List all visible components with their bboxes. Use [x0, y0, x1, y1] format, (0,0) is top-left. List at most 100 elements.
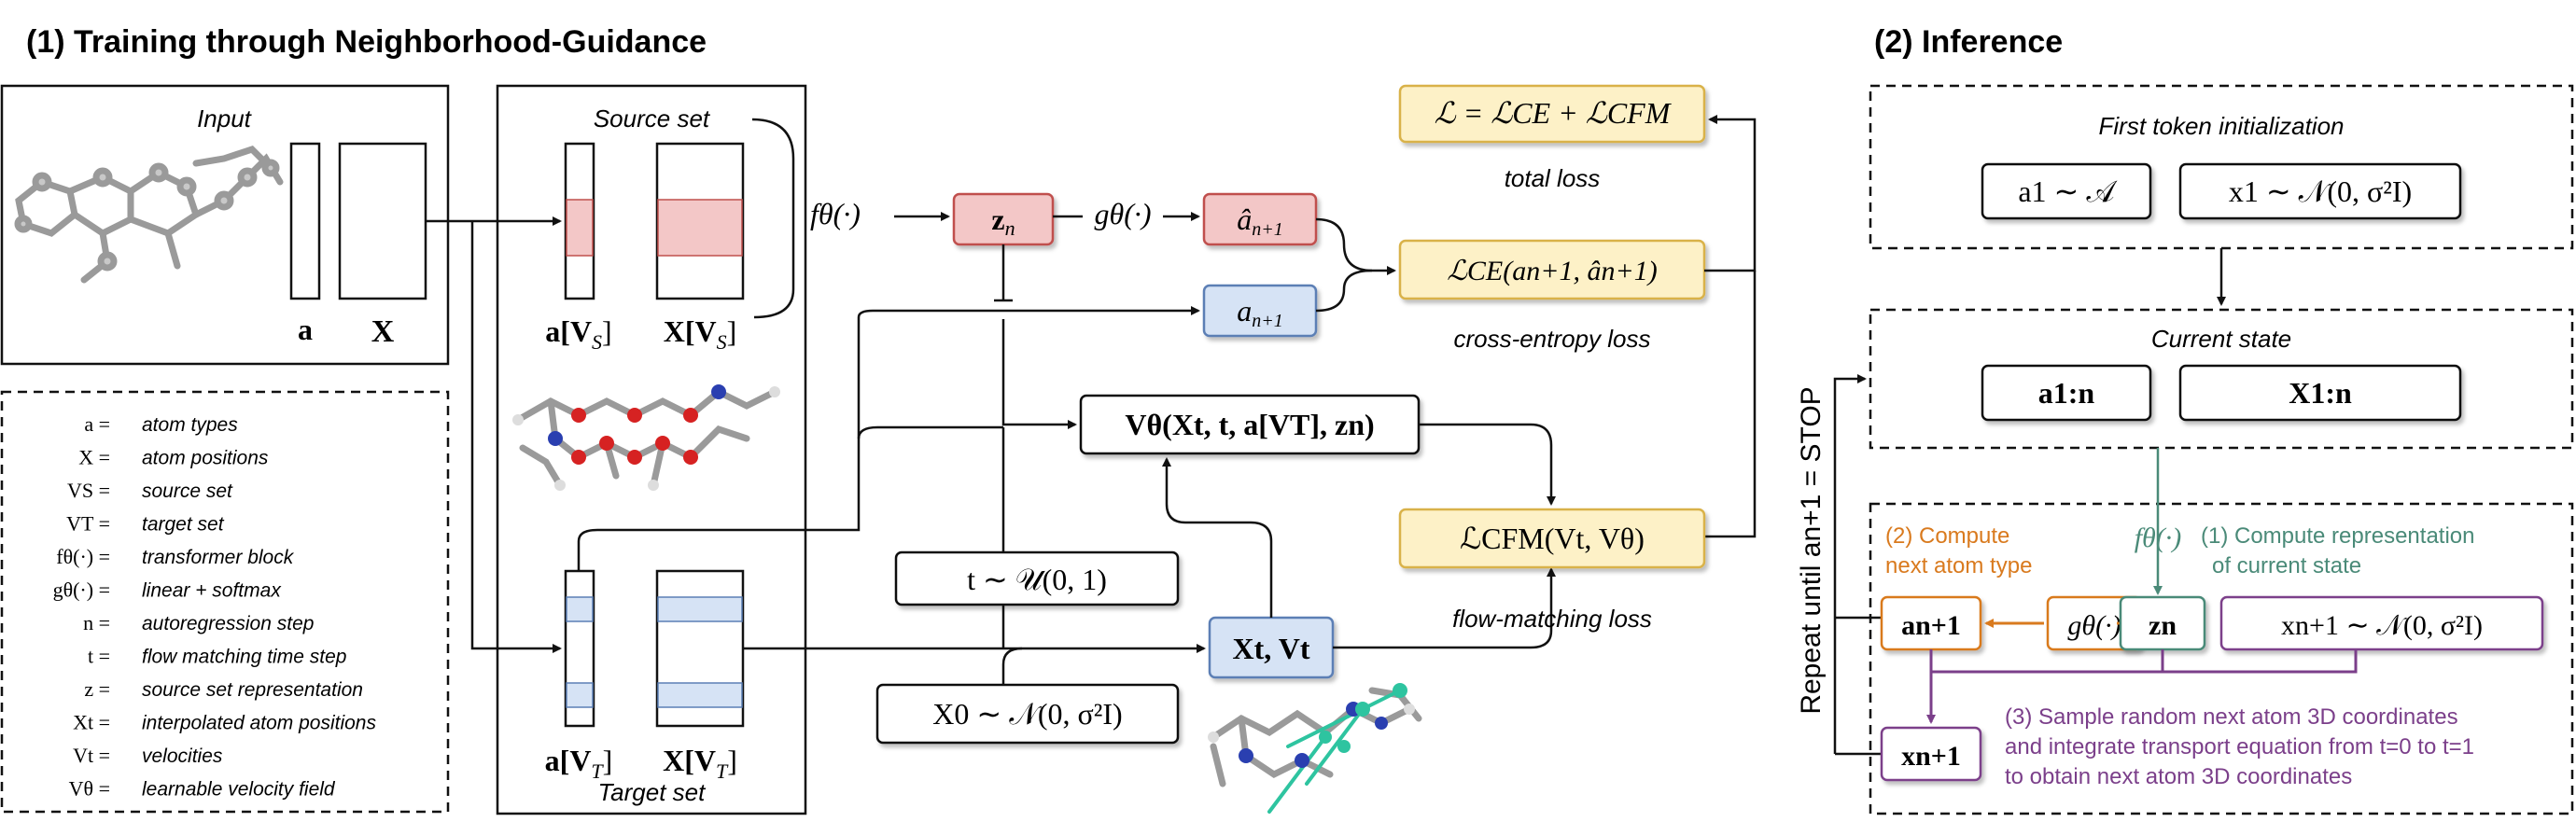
step3-line2: and integrate transport equation from t=…	[2005, 734, 2474, 759]
arrow-input-to-target	[470, 221, 562, 653]
legend-description: atom types	[142, 414, 238, 436]
step3-line3: to obtain next atom 3D coordinates	[2005, 764, 2352, 789]
total-loss-formula: ℒ = ℒCE + ℒCFM	[1435, 96, 1673, 130]
source-X-label: X[VS]	[664, 314, 737, 354]
section2-title: (2) Inference	[1874, 24, 2063, 60]
arrow-cfm-to-total	[1704, 271, 1757, 538]
ce-loss-caption: cross-entropy loss	[1454, 325, 1651, 353]
input-X-label: X	[371, 314, 395, 349]
legend-symbol: X =	[78, 446, 110, 469]
legend-description: flow matching time step	[142, 647, 346, 668]
x-n1-sample-label: xn+1 ∼ 𝒩(0, σ²I)	[2281, 610, 2483, 641]
legend-description: transformer block	[142, 547, 295, 568]
source-a-label: a[VS]	[545, 314, 611, 354]
line-X0-to-Xt	[1001, 647, 1023, 685]
repeat-label: Repeat until an+1 = STOP	[1796, 386, 1827, 714]
legend-symbol: VT =	[66, 512, 110, 536]
arrow-Vt-to-cfm	[1333, 567, 1556, 649]
x-n1-box	[1880, 726, 1982, 782]
legend-symbol: n =	[83, 611, 110, 634]
legend-description: target set	[142, 514, 225, 536]
current-state-box	[1869, 308, 2574, 450]
X0-sample-box	[875, 683, 1180, 745]
cfm-loss-caption: flow-matching loss	[1452, 605, 1652, 633]
legend-box	[0, 390, 450, 814]
a-1n-label: a1:n	[2038, 376, 2095, 410]
legend-description: velocities	[142, 745, 223, 767]
legend-description: source set representation	[142, 679, 363, 701]
legend-symbol: Xt =	[73, 711, 110, 734]
g-theta-label: gθ(·)	[1094, 197, 1151, 230]
a1-init-label: a1 ∼ 𝒜	[2018, 174, 2118, 208]
legend-description: source set	[142, 481, 233, 502]
cfm-loss-box	[1398, 508, 1706, 569]
current-state-label: Current state	[2151, 325, 2291, 353]
X-1n-box	[2178, 364, 2462, 422]
target-molecule-image	[1208, 683, 1422, 814]
target-X-highlight-2	[657, 682, 743, 708]
a-n1-label: an+1	[1901, 610, 1961, 641]
legend-description: linear + softmax	[142, 580, 282, 602]
zn-label: zn	[991, 202, 1015, 240]
a-next-label: an+1	[1237, 294, 1283, 331]
legend-description: interpolated atom positions	[142, 713, 376, 734]
Xt-Vt-label: Xt, Vt	[1233, 632, 1310, 665]
target-X-label: X[VT]	[663, 744, 737, 783]
source-X-highlight	[657, 199, 743, 257]
legend-symbol: gθ(·) =	[53, 578, 110, 602]
X0-sample-label: X0 ∼ 𝒩(0, σ²I)	[932, 697, 1122, 731]
x1-init-box	[2178, 162, 2462, 220]
target-a-highlight-1	[566, 596, 594, 622]
legend-symbol: Vt =	[73, 744, 110, 767]
velocity-field-label: Vθ(Xt, t, a[VT], zn)	[1125, 408, 1374, 441]
source-molecule-image	[512, 384, 780, 491]
f-theta-label: fθ(·)	[810, 197, 861, 230]
legend-description: learnable velocity field	[142, 779, 336, 801]
a1-init-box	[1981, 162, 2152, 220]
input-a-label: a	[298, 313, 313, 346]
input-label: Input	[197, 104, 253, 132]
first-token-label: First token initialization	[2099, 112, 2345, 140]
target-set-label: Target set	[598, 778, 707, 806]
legend-symbol: a =	[84, 412, 110, 436]
arrow-anext-to-ce	[1315, 269, 1373, 313]
legend-description: autoregression step	[142, 613, 314, 634]
purple-from-an1	[1929, 649, 2163, 674]
source-set-label: Source set	[594, 104, 711, 132]
a-hat-label: ân+1	[1237, 202, 1283, 240]
a-1n-box	[1981, 364, 2152, 422]
X-1n-label: X1:n	[2289, 376, 2352, 410]
input-a-vector	[289, 142, 321, 300]
legend-symbol: t =	[88, 645, 110, 668]
f-theta-inference: fθ(·)	[2135, 522, 2182, 553]
repeat-box	[1869, 502, 2574, 815]
t-sample-label: t ∼ 𝒰(0, 1)	[967, 563, 1107, 596]
legend-symbol: z =	[84, 677, 110, 701]
x-n1-sample-box	[2219, 595, 2544, 651]
step3-line1: (3) Sample random next atom 3D coordinat…	[2005, 704, 2458, 730]
target-a-highlight-2	[566, 682, 594, 708]
target-a-label: a[VT]	[545, 744, 613, 783]
legend-description: atom positions	[142, 448, 269, 469]
zn-inference-label: zn	[2149, 610, 2177, 641]
input-molecule-image	[14, 145, 284, 284]
target-X-highlight-1	[657, 596, 743, 622]
arrow-ce-to-total	[1704, 115, 1757, 272]
section1-title: (1) Training through Neighborhood-Guidan…	[26, 24, 707, 60]
step2-line2: next atom type	[1885, 553, 2032, 578]
source-bracket	[751, 118, 795, 319]
legend-symbol: fθ(·) =	[56, 545, 110, 568]
x-n1-label: xn+1	[1901, 741, 1961, 772]
arrow-Xt-to-velocity	[1162, 457, 1273, 618]
arrow-velocity-to-cfm	[1419, 423, 1556, 506]
x1-init-label: x1 ∼ 𝒩(0, σ²I)	[2229, 174, 2412, 208]
arrow-zn-to-velocity	[1001, 319, 1077, 429]
legend-symbol: Vθ =	[69, 777, 110, 801]
total-loss-caption: total loss	[1505, 164, 1601, 192]
arrow-aVT-to-anext	[577, 306, 1200, 571]
step1-line2: of current state	[2212, 553, 2361, 578]
g-theta-inference: gθ(·)	[2067, 610, 2121, 641]
purple-merge-line	[2161, 649, 2358, 674]
